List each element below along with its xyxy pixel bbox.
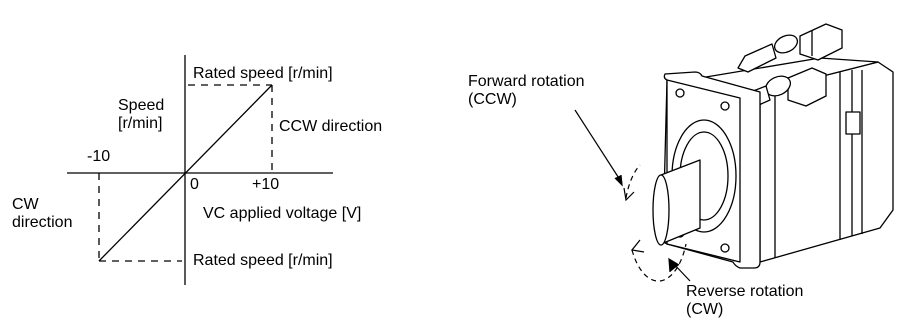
speed-characteristic-line (98, 84, 273, 262)
power-connector-ring (773, 34, 799, 54)
forward-rotation-arc (625, 164, 641, 199)
forward-leader-arrowhead (614, 174, 623, 187)
speed-voltage-graph (67, 55, 333, 285)
reverse-rotation-label-line1: Reverse rotation (686, 283, 804, 300)
power-cable-stub (737, 43, 777, 73)
rated-speed-top-label: Rated speed [r/min] (193, 65, 333, 82)
nameplate-clip (845, 111, 861, 135)
rated-speed-bottom-label: Rated speed [r/min] (193, 252, 333, 269)
forward-rotation-label-line1: Forward rotation (468, 73, 585, 90)
zero-tick-label: 0 (190, 176, 199, 193)
encoder-connector (787, 67, 827, 107)
shaft-end (652, 174, 670, 246)
pos-ten-tick-label: +10 (252, 176, 280, 193)
speed-axis-label-line2: [r/min] (118, 115, 163, 132)
mounting-hole (720, 243, 730, 253)
x-axis-label: VC applied voltage [V] (203, 205, 362, 222)
reverse-rotation-arc-head (630, 239, 645, 253)
cw-direction-label-line1: CW (12, 196, 39, 213)
cw-direction-label-line2: direction (12, 214, 73, 231)
servo-motor-illustration (652, 23, 894, 269)
neg-ten-tick-label: -10 (87, 148, 111, 165)
forward-leader (574, 109, 623, 184)
power-connector (799, 23, 843, 61)
rotation-arrows (574, 109, 691, 282)
reverse-leader-arrowhead (668, 257, 680, 273)
forward-rotation-label-line2: (CCW) (468, 91, 517, 108)
speed-axis-label-line1: Speed (118, 97, 165, 114)
forward-rotation-arc-head (623, 187, 635, 202)
reverse-rotation-label-line2: (CW) (686, 301, 724, 318)
mounting-hole (720, 101, 730, 111)
mounting-hole (675, 88, 685, 98)
reverse-rotation-arc (631, 243, 687, 282)
ccw-direction-label: CCW direction (279, 118, 383, 135)
